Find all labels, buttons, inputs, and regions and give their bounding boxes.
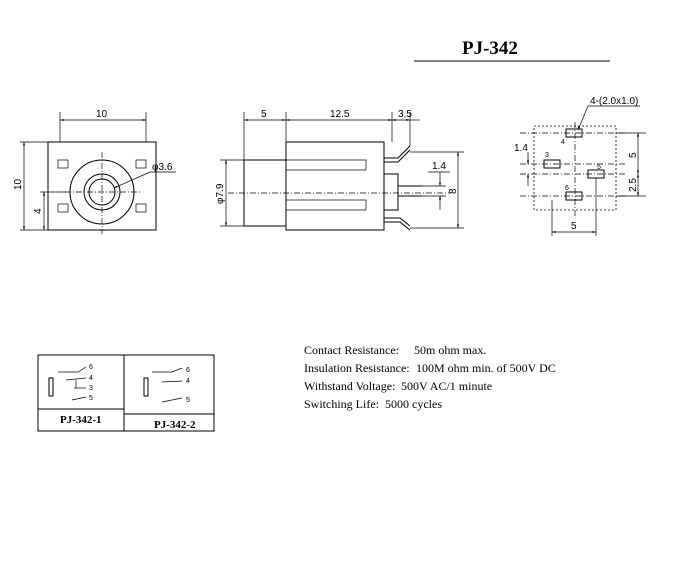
variant-1-contact-bar (48, 377, 54, 397)
side-view: 5 12.5 3.5 φ7.9 1.4 8 (215, 109, 464, 231)
front-slot-top-right (135, 159, 147, 169)
side-rib-top (285, 159, 367, 171)
variant-1-pin-5: 5 (89, 395, 93, 402)
spec-contact-resistance-label: Contact Resistance: (304, 343, 399, 357)
variant-2-name: PJ-342-2 (154, 419, 196, 431)
side-dim-middle-label: 12.5 (330, 109, 350, 120)
variant-1-spring-4 (65, 377, 87, 381)
spec-switching-life-label: Switching Life: (304, 397, 379, 411)
variant-2-schematic: 6 4 5 (143, 367, 190, 404)
variant-2-pin-6: 6 (186, 367, 190, 374)
variant-table-outline (37, 354, 215, 432)
pcb-pad-6 (565, 191, 583, 201)
variant-2-pin-5: 5 (186, 397, 190, 404)
pcb-left-dim-label: 1.4 (514, 143, 528, 154)
front-slot-top-left (57, 159, 69, 169)
front-side-label: 4 (33, 208, 44, 214)
pcb-pad-4 (565, 128, 583, 138)
side-rib-bottom (285, 199, 367, 211)
pcb-layout: 4 3 5 6 4-(2.0x1.0) 1.4 5 2.5 5 (514, 96, 646, 236)
variant-2-contact-bar (143, 377, 149, 397)
front-hole-label: φ3.6 (152, 162, 173, 173)
page-title: PJ-342 (462, 38, 518, 59)
variant-2-spring-5 (161, 397, 183, 403)
front-height-label: 10 (13, 178, 24, 190)
spec-insulation-resistance-label: Insulation Resistance: (304, 361, 410, 375)
pcb-pad-3-label: 3 (545, 152, 549, 159)
front-slot-bottom-left (57, 203, 69, 213)
pcb-pad-4-label: 4 (561, 139, 565, 146)
side-pin-gap-label: 1.4 (432, 161, 446, 172)
side-main-body (285, 141, 385, 231)
variant-1-pin-6: 6 (89, 364, 93, 371)
variant-2-spring-6 (152, 367, 183, 373)
front-view: 10 10 4 φ3.6 (13, 109, 176, 234)
variant-1-name: PJ-342-1 (60, 414, 102, 426)
pcb-bottom-label: 5 (571, 221, 577, 232)
side-dim-right-label: 3.5 (398, 109, 412, 120)
side-terminal-bottom (384, 217, 411, 231)
side-dim-left-label: 5 (261, 109, 267, 120)
variant-2-pin-4: 4 (186, 378, 190, 385)
side-terminal-top (384, 145, 411, 163)
pcb-pad-5-label: 5 (597, 164, 601, 171)
pcb-hole-leader (577, 105, 589, 131)
pcb-pad-6-label: 6 (565, 185, 569, 192)
variant-2-spring-4 (161, 380, 183, 383)
variant-1-spring-3 (74, 380, 86, 389)
pcb-hole-label: 4-(2.0x1.0) (590, 96, 638, 107)
pcb-pad-3 (543, 159, 561, 169)
variant-1-schematic: 6 4 3 5 (48, 364, 93, 402)
variant-1-spring-5 (71, 396, 87, 401)
variant-1-pin-3: 3 (89, 385, 93, 392)
variant-1-pin-4: 4 (89, 375, 93, 382)
pcb-right-bottom-label: 2.5 (628, 178, 639, 192)
spec-withstand-voltage-value: 500V AC/1 minute (401, 379, 492, 393)
variant-1-spring-6 (58, 366, 87, 373)
specifications: Contact Resistance: 50m ohm max. Insulat… (304, 343, 556, 411)
pcb-right-top-label: 5 (628, 152, 639, 158)
spec-contact-resistance-value: 50m ohm max. (414, 343, 486, 357)
side-dia-label: φ7.9 (215, 183, 226, 204)
spec-insulation-resistance-value: 100M ohm min. of 500V DC (416, 361, 556, 375)
side-rear-block (383, 173, 399, 211)
spec-withstand-voltage-label: Withstand Voltage: (304, 379, 395, 393)
front-width-label: 10 (96, 109, 108, 120)
front-slot-bottom-right (135, 203, 147, 213)
spec-switching-life-value: 5000 cycles (385, 397, 442, 411)
side-height-label: 8 (448, 188, 459, 194)
variant-table: 6 4 3 5 PJ-342-1 6 4 5 PJ-342-2 (37, 354, 215, 432)
front-hole-leader (113, 171, 151, 189)
